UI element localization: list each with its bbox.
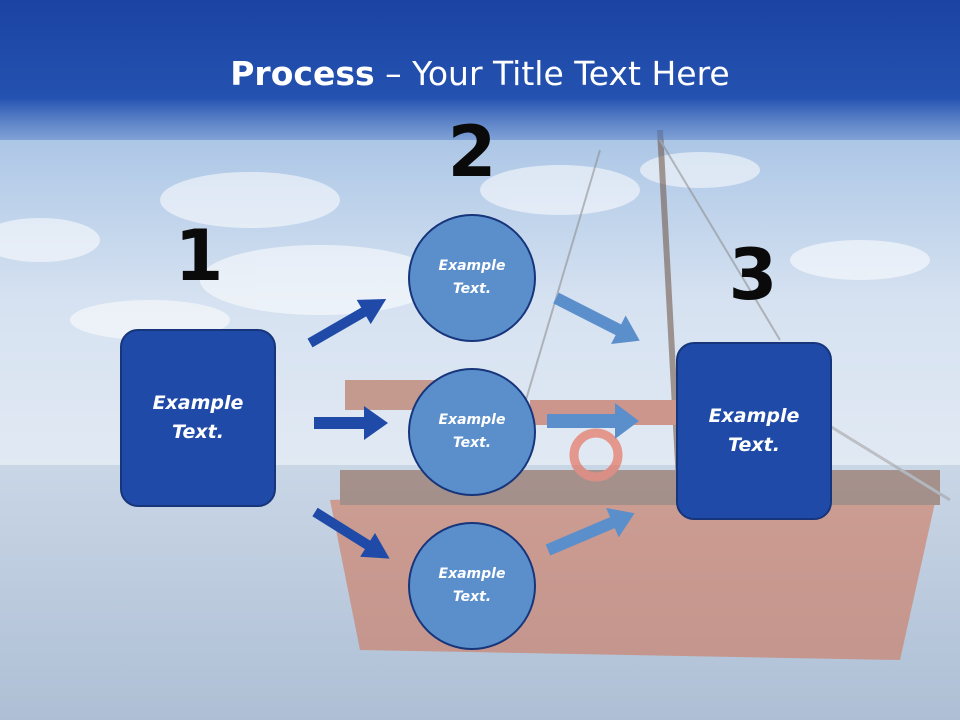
process-circle-2-label: Example Text.: [438, 412, 506, 451]
step-box-3: Example Text.: [676, 342, 832, 520]
arrow-from-circle-1: [553, 292, 640, 345]
title-bold: Process: [230, 54, 375, 93]
arrow-to-circle-1: [307, 299, 387, 348]
step-number-2: 2: [447, 111, 497, 193]
arrow-to-circle-3: [312, 507, 390, 559]
arrow-from-circle-3: [545, 507, 635, 556]
process-circle-3: Example Text.: [408, 522, 536, 650]
step-number-1: 1: [174, 215, 224, 297]
arrow-to-circle-2: [314, 406, 388, 440]
title-rest: – Your Title Text Here: [374, 54, 730, 93]
process-circle-1: Example Text.: [408, 214, 536, 342]
process-circle-2: Example Text.: [408, 368, 536, 496]
page-title: Process – Your Title Text Here: [0, 52, 960, 96]
step-box-1: Example Text.: [120, 329, 276, 507]
step-number-3: 3: [728, 234, 778, 316]
process-circle-1-label: Example Text.: [438, 258, 506, 297]
process-circle-3-label: Example Text.: [438, 566, 506, 605]
step-box-1-label: Example Text.: [152, 392, 244, 443]
step-box-3-label: Example Text.: [708, 405, 800, 456]
arrow-from-circle-2: [547, 403, 639, 439]
